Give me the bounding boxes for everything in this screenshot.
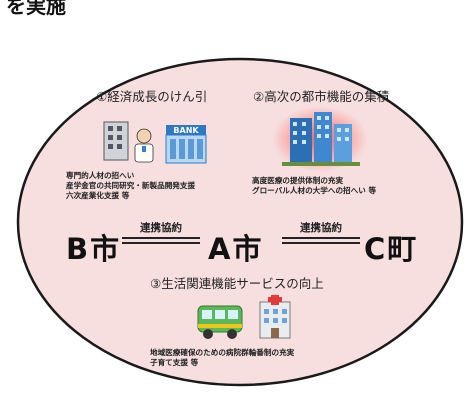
detail-line: 産学金官の共同研究・新製品開発支援 bbox=[66, 181, 196, 190]
detail-line: 六次産業化支援 等 bbox=[66, 191, 130, 200]
pillar-urban-functions: ②高次の都市機能の集積 bbox=[253, 89, 390, 104]
hospital-icon bbox=[259, 295, 291, 339]
heading-fragment: を実施 bbox=[6, 0, 66, 18]
link-b-a-label: 連携協約 bbox=[140, 222, 182, 234]
pillar-urban-functions-details: 高度医療の提供体制の充実 グローバル人材の大学への招へい 等 bbox=[252, 176, 376, 196]
pillar-living-services: ③生活関連機能サービスの向上 bbox=[150, 276, 324, 291]
city-c: C町 bbox=[364, 232, 419, 266]
pillar-economic-growth-details: 専門的人材の招へい 産学金官の共同研究・新製品開発支援 六次産業化支援 等 bbox=[66, 171, 195, 201]
detail-line: 子育て支援 等 bbox=[150, 358, 199, 367]
bank-icon: BANK bbox=[165, 125, 207, 164]
link-b-a-line bbox=[122, 237, 200, 244]
bank-sign-text: BANK bbox=[173, 126, 199, 135]
office-and-doctor-icon bbox=[103, 121, 154, 163]
detail-line: 地域医療確保のための病院群輪番制の充実 bbox=[150, 348, 295, 357]
hospital-towers-icon bbox=[272, 106, 368, 172]
link-a-c: 連携協約 bbox=[282, 220, 360, 244]
detail-line: 高度医療の提供体制の充実 bbox=[252, 176, 344, 185]
link-a-c-label: 連携協約 bbox=[300, 222, 342, 234]
pillar-living-services-details: 地域医療確保のための病院群輪番制の充実 子育て支援 等 bbox=[150, 348, 294, 368]
bus-icon bbox=[197, 305, 243, 339]
city-b: B市 bbox=[66, 232, 122, 266]
link-a-c-line bbox=[282, 237, 360, 244]
pillar-economic-growth: ①経済成長のけん引 bbox=[96, 89, 208, 104]
detail-line: 専門的人材の招へい bbox=[66, 171, 135, 180]
city-a: A市 bbox=[208, 232, 264, 266]
detail-line: グローバル人材の大学への招へい 等 bbox=[252, 186, 377, 195]
link-b-a: 連携協約 bbox=[122, 220, 200, 244]
